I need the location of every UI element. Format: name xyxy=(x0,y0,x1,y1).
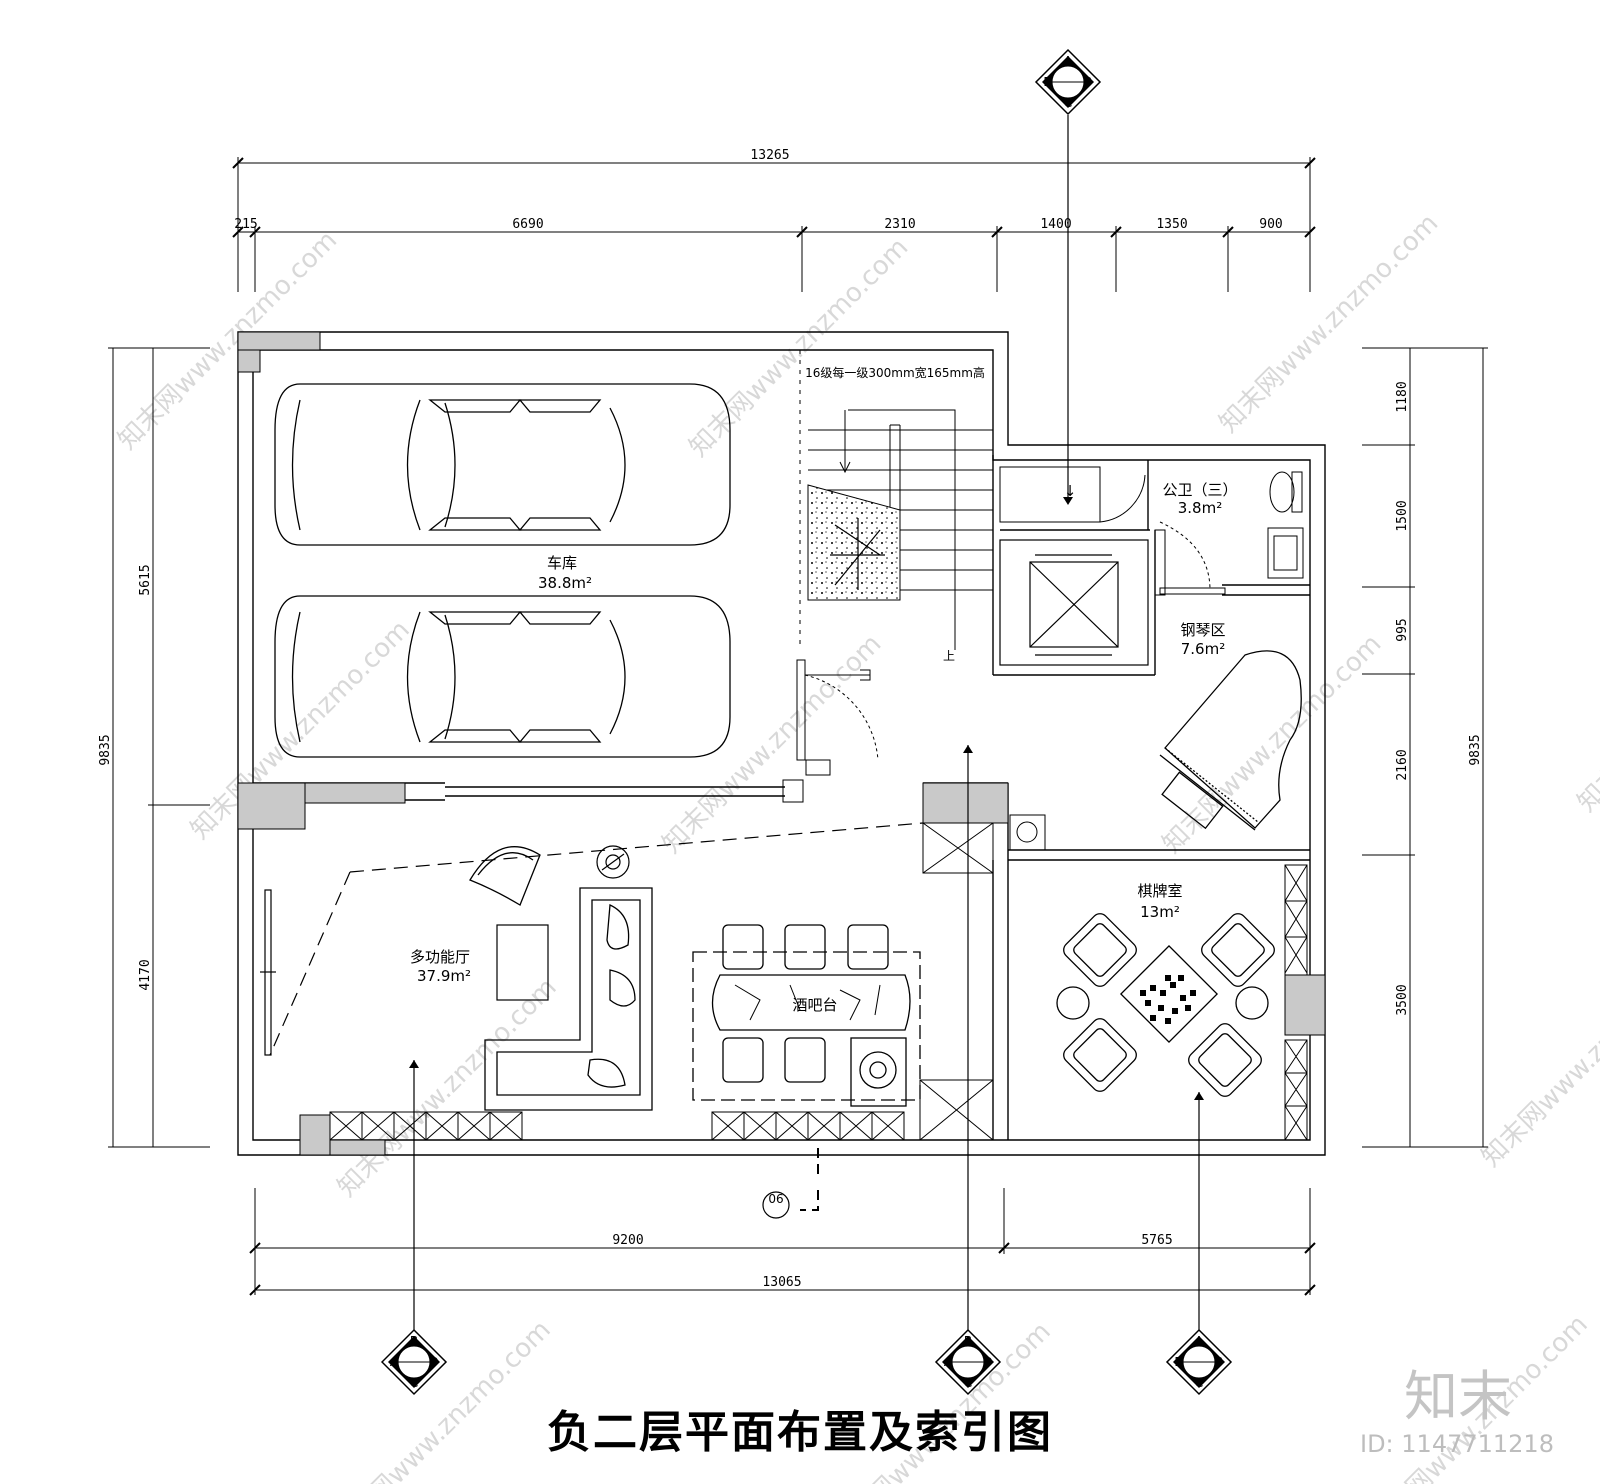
index-letter: A xyxy=(1064,54,1073,68)
index-lines xyxy=(413,115,1200,1350)
stone-plant xyxy=(830,518,885,590)
lounge-chair xyxy=(469,846,541,906)
dimension-lines xyxy=(108,157,1488,1295)
dim-right-total: 9835 xyxy=(1468,734,1483,765)
dim-bottom-seg: 9200 xyxy=(612,1233,643,1248)
projection-lines xyxy=(269,822,924,1056)
room-chess-name: 棋牌室 xyxy=(1137,882,1182,900)
room-bar-name: 酒吧台 xyxy=(792,996,837,1014)
index-letter: D xyxy=(1043,75,1052,89)
dim-bottom-seg: 5765 xyxy=(1141,1233,1172,1248)
index-symbol-top: A D B C xyxy=(1034,48,1102,116)
dim-left-total: 9835 xyxy=(98,734,113,765)
dim-top-seg: 6690 xyxy=(512,217,543,232)
index-letter: A xyxy=(1195,1334,1204,1348)
elevator xyxy=(999,539,1149,666)
dim-top-total: 13265 xyxy=(750,148,789,163)
dim-top-seg: 1400 xyxy=(1040,217,1071,232)
dimension-ticks xyxy=(232,157,1316,1296)
watermark-text: 知末网www.znzmo.com xyxy=(1476,942,1600,1173)
bar-counter xyxy=(692,924,921,1107)
index-letter: A xyxy=(944,1355,953,1369)
cabinets xyxy=(329,822,1308,1141)
index-letter: B xyxy=(1084,75,1092,89)
drawing-title: 负二层平面布置及索引图 xyxy=(547,1407,1053,1458)
index-letter: C xyxy=(1195,1376,1203,1390)
detail-callout xyxy=(762,1148,819,1219)
dim-top-seg: 1350 xyxy=(1156,217,1187,232)
detail-tag-number: 06 xyxy=(768,1192,783,1206)
watermark-text: 知末网www.znzmo.com xyxy=(657,629,888,860)
index-letter: D xyxy=(429,1355,438,1369)
watermark-text: 知末网www.znzmo.com xyxy=(1572,588,1600,819)
walls xyxy=(237,331,1326,1156)
room-bath-name: 公卫（三） xyxy=(1162,481,1237,499)
mahjong-tiles xyxy=(1140,975,1196,1024)
index-letter: B xyxy=(1215,1355,1223,1369)
index-letter: D xyxy=(1174,1355,1183,1369)
stone-infill xyxy=(807,484,901,601)
bathroom-fixtures xyxy=(999,466,1304,596)
watermark-text: 知末网www.znzmo.com xyxy=(684,232,915,463)
room-garage-name: 车库 xyxy=(547,554,577,572)
room-garage-area: 38.8m² xyxy=(538,574,592,592)
room-multi-area: 37.9m² xyxy=(417,967,471,985)
dim-left-seg: 4170 xyxy=(138,959,153,990)
car-bottom xyxy=(274,595,731,758)
dim-top-seg: 215 xyxy=(234,217,257,232)
dim-right-seg: 2160 xyxy=(1395,749,1410,780)
dim-right-seg: 1500 xyxy=(1395,500,1410,531)
index-symbol-bottom-center: B A D C xyxy=(934,1328,1002,1396)
dim-top-seg: 900 xyxy=(1259,217,1282,232)
room-bath-area: 3.8m² xyxy=(1178,499,1222,517)
index-letter: C xyxy=(964,1376,972,1390)
room-piano-name: 钢琴区 xyxy=(1180,621,1225,639)
index-letter: A xyxy=(390,1355,399,1369)
columns xyxy=(237,331,1326,1156)
index-arrows xyxy=(409,497,1204,1100)
dim-left-seg: 5615 xyxy=(138,564,153,595)
index-symbol-bottom-right: A D B C xyxy=(1165,1328,1233,1396)
sofa xyxy=(484,887,653,1111)
dim-right-seg: 995 xyxy=(1395,618,1410,641)
dim-bottom-total: 13065 xyxy=(762,1275,801,1290)
grand-piano xyxy=(1159,650,1302,831)
bath-arrow-icon: ↓ xyxy=(1064,482,1077,500)
index-letter: C xyxy=(1064,96,1072,110)
room-piano-area: 7.6m² xyxy=(1181,640,1225,658)
watermark-layer: 知末网www.znzmo.com 知末网www.znzmo.com 知末网www… xyxy=(113,208,1600,1484)
index-letter: B xyxy=(410,1334,418,1348)
garage-door xyxy=(782,659,879,803)
room-multi-name: 多功能厅 xyxy=(410,948,470,966)
car-top xyxy=(274,383,731,546)
projector-screen xyxy=(260,889,276,1056)
dim-right-seg: 1180 xyxy=(1395,381,1410,412)
dimension-labels: 13265 215 6690 2310 1400 1350 900 9835 5… xyxy=(98,148,1483,1290)
floor-lamp xyxy=(596,845,630,879)
stair-note: 16级每一级300mm宽165mm高 xyxy=(805,365,985,380)
washer xyxy=(1009,814,1046,851)
brand-watermark: 知末 xyxy=(1404,1365,1512,1428)
index-letter: D xyxy=(983,1355,992,1369)
index-symbol-bottom-left: B A D C xyxy=(380,1328,448,1396)
coffee-table xyxy=(496,924,549,1001)
stair-up-label: 上 xyxy=(943,649,955,663)
index-letter: B xyxy=(964,1334,972,1348)
room-chess-area: 13m² xyxy=(1140,903,1180,921)
mahjong-table xyxy=(1056,913,1275,1097)
watermark-text: 知末网www.znzmo.com xyxy=(1157,629,1388,860)
dim-right-seg: 3500 xyxy=(1395,984,1410,1015)
watermark-text: 知末网www.znzmo.com xyxy=(332,972,563,1203)
image-id-watermark: ID: 1147711218 xyxy=(1360,1430,1554,1458)
dim-top-seg: 2310 xyxy=(884,217,915,232)
index-letter: C xyxy=(410,1376,418,1390)
